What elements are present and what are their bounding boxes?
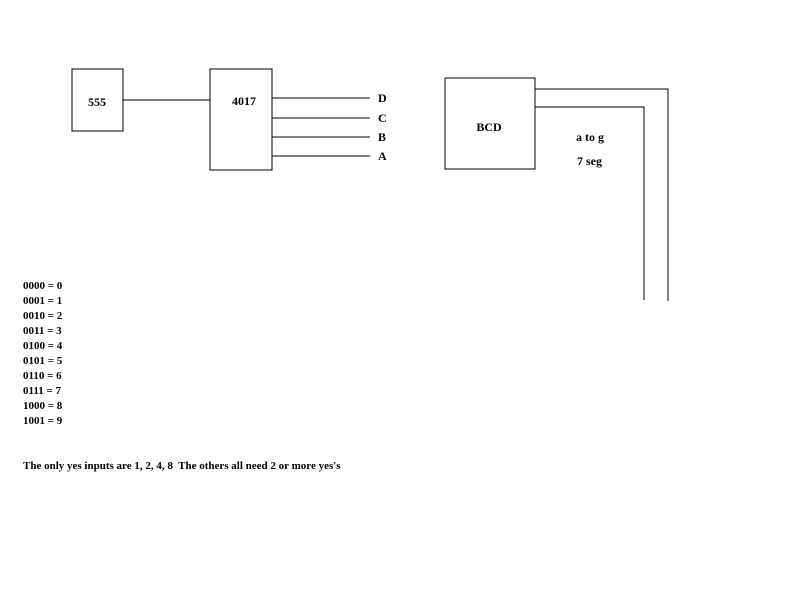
truth-table-row: 0101 = 5 <box>23 355 63 367</box>
truth-table-row: 1000 = 8 <box>23 400 63 412</box>
truth-table-row: 0010 = 2 <box>23 310 63 322</box>
output-label-d: D <box>378 91 387 105</box>
timer-555-block <box>71 68 124 132</box>
truth-table-row: 0011 = 3 <box>23 325 62 337</box>
explanation-note: The only yes inputs are 1, 2, 4, 8 The o… <box>23 460 341 472</box>
decoder-output-wire-inner <box>535 106 645 300</box>
timer-555-label: 555 <box>88 95 106 109</box>
truth-table-row: 1001 = 9 <box>23 415 63 427</box>
counter-4017-block <box>209 68 273 171</box>
decoder-output-wire-outer <box>535 88 669 301</box>
bcd-decoder-block <box>444 77 536 170</box>
output-label-c: C <box>378 111 387 125</box>
display-label: 7 seg <box>577 154 602 168</box>
truth-table: 0000 = 0 0001 = 1 0010 = 2 0011 = 3 0100… <box>23 279 62 429</box>
truth-table-row: 0110 = 6 <box>23 370 62 382</box>
truth-table-row: 0100 = 4 <box>23 340 63 352</box>
segments-label: a to g <box>576 130 604 144</box>
truth-table-row: 0000 = 0 <box>23 280 63 292</box>
output-label-b: B <box>378 130 386 144</box>
bcd-decoder-label: BCD <box>476 120 502 134</box>
truth-table-row: 0001 = 1 <box>23 295 63 307</box>
counter-4017-label: 4017 <box>232 94 256 108</box>
output-label-a: A <box>378 149 387 163</box>
truth-table-row: 0111 = 7 <box>23 385 62 397</box>
